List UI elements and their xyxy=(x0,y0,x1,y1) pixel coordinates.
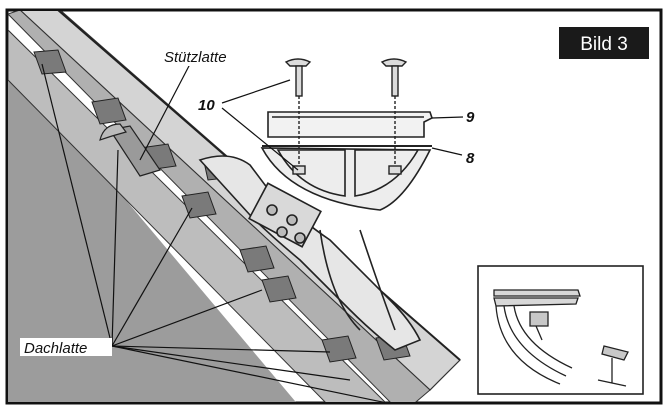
leader-dachlatte-5 xyxy=(111,345,331,353)
batten xyxy=(91,97,127,125)
batten xyxy=(321,335,357,363)
figure-badge: Bild 3 xyxy=(559,27,649,59)
screw xyxy=(286,214,298,226)
bolt-left-nut xyxy=(292,165,306,175)
badge-background xyxy=(559,27,649,59)
label-part-10: 10 xyxy=(198,97,215,114)
bolts-part-10 xyxy=(284,58,408,175)
inset-frame xyxy=(477,265,644,395)
batten xyxy=(261,275,297,303)
leader-dachlatte-7 xyxy=(111,345,351,381)
bracket-arc-inner xyxy=(276,149,346,197)
inset-detail xyxy=(477,265,644,395)
leader-8 xyxy=(431,147,463,156)
leader-dachlatte-6 xyxy=(111,345,386,402)
inset-clamp xyxy=(529,311,549,341)
batten xyxy=(33,49,67,75)
bolt-left-shank xyxy=(295,65,303,97)
label-bg-stuetzlatte xyxy=(160,48,244,66)
bracket-arc xyxy=(260,147,432,211)
label-dachlatte: Dachlatte xyxy=(24,340,87,357)
stuetzlatte-batten xyxy=(109,125,161,177)
roof-hook xyxy=(99,123,128,141)
label-bg-dachlatte xyxy=(20,338,112,356)
leader-stuetzlatte xyxy=(139,63,191,161)
screw xyxy=(266,204,278,216)
bolt-right-head xyxy=(380,58,408,67)
badge-label: Bild 3 xyxy=(580,34,628,55)
bolt-left-head xyxy=(284,58,312,67)
screw xyxy=(294,232,306,244)
batten xyxy=(239,245,275,273)
bolt-right-nut xyxy=(388,165,402,175)
label-part-9: 9 xyxy=(466,109,475,126)
label-stuetzlatte: Stützlatte xyxy=(164,49,227,66)
leader-dachlatte-4 xyxy=(111,289,263,347)
inset-bolt xyxy=(597,345,629,387)
leader-9 xyxy=(431,116,464,119)
leader-lines xyxy=(41,63,464,402)
inset-bracket-arc xyxy=(495,305,573,385)
screw-block xyxy=(248,182,322,248)
label-part-8: 8 xyxy=(466,150,475,167)
leader-10-b xyxy=(221,107,299,171)
leader-10-a xyxy=(221,79,291,104)
rail-profile xyxy=(267,111,433,138)
bracket-body xyxy=(198,155,422,351)
bolt-right-shank xyxy=(391,65,399,97)
bracket-arc-inner-2 xyxy=(354,149,420,197)
screw xyxy=(276,226,288,238)
mounting-bracket xyxy=(198,147,432,351)
rail-part-9 xyxy=(267,111,433,138)
inset-rail xyxy=(493,289,581,307)
roof-section xyxy=(8,11,461,402)
leader-dachlatte-3 xyxy=(111,207,193,347)
bracket-leg xyxy=(319,229,396,331)
leader-dachlatte-1 xyxy=(41,63,113,347)
leader-dachlatte-2 xyxy=(111,149,119,347)
labels: Stützlatte 10 9 8 Dachlatte xyxy=(20,48,475,357)
